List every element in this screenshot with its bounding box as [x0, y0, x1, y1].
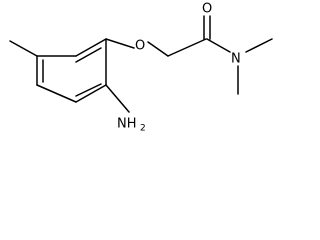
ring-to-ether-oxygen-bond [105, 38, 135, 49]
carbonyl-to-nitrogen-bond [206, 38, 231, 53]
ring-bond [75, 84, 107, 103]
amine-bond [105, 84, 130, 113]
amide-nitrogen-label: N [231, 52, 241, 67]
carbonyl-oxygen-label: O [202, 2, 212, 17]
benzene-ring [36, 38, 107, 103]
ch2-to-carbonyl-bond [167, 38, 207, 57]
ring-bond [36, 84, 77, 103]
methyl-bond [9, 40, 38, 57]
n-methyl-bond [245, 38, 273, 53]
ether-oxygen-label: O [135, 39, 145, 54]
ring-bond [75, 38, 107, 57]
ring-double-bond [75, 83, 102, 97]
amine-nh-label: NH [117, 117, 137, 132]
ring-double-bond [75, 47, 102, 63]
ether-oxygen-to-ch2-bond [147, 41, 169, 57]
amine-subscript-label: 2 [140, 124, 146, 134]
chemical-structure: O O N NH 2 [9, 2, 273, 134]
